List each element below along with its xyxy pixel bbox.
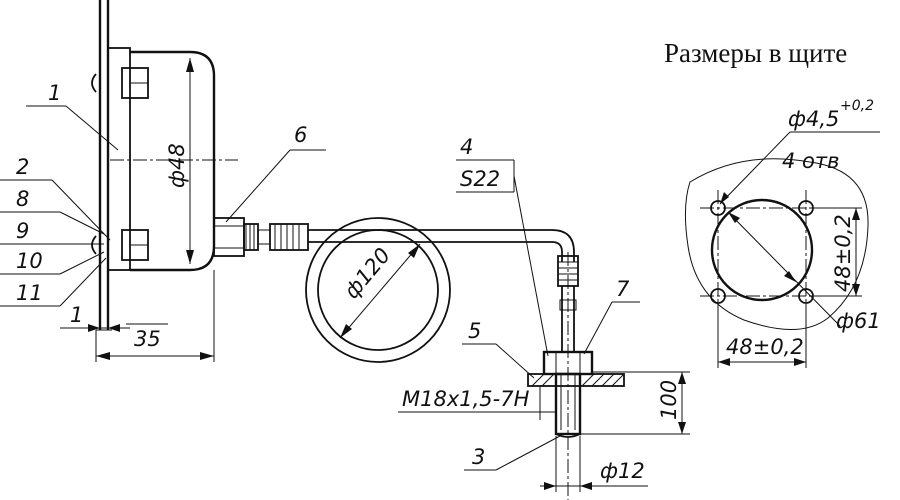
capillary-coil-outer <box>305 217 451 363</box>
dim-thread-label: M18x1,5-7H <box>402 387 530 411</box>
dim-100-label: 100 <box>657 380 681 420</box>
dim-35-label: 35 <box>134 327 161 351</box>
gauge-body <box>130 50 216 272</box>
callout-7: 7 <box>616 277 630 301</box>
dim-d48-label: ф48 <box>165 143 189 188</box>
callouts: 1 2 8 9 10 11 6 4 5 7 3 <box>0 81 640 471</box>
bolt-bottom-head <box>91 235 97 255</box>
panel-cutout-view: Размеры в щите ф61 ф4,5 +0,2 4 отв <box>664 38 881 368</box>
dim-1-label: 1 <box>70 303 83 327</box>
dim-sensor: ф120 S22 M18x1,5-7H 100 ф12 <box>339 159 690 492</box>
cutout-circle <box>710 198 814 302</box>
dim-d61-label: ф61 <box>836 309 881 333</box>
callout-5: 5 <box>468 319 481 343</box>
dim-s22-label: S22 <box>460 167 500 191</box>
capillary-coil-inner <box>317 229 439 351</box>
callout-1: 1 <box>48 81 61 105</box>
dim-d12-label: ф12 <box>600 459 645 483</box>
section-title: Размеры в щите <box>664 38 847 68</box>
connector-nut <box>213 217 245 257</box>
dim-48-vertical-label: 48±0,2 <box>831 214 855 292</box>
cutout-outline <box>684 158 869 330</box>
callout-4: 4 <box>460 135 473 159</box>
callout-6: 6 <box>294 123 307 147</box>
callout-9: 9 <box>16 219 29 243</box>
bolt-top-head <box>91 73 97 93</box>
callout-2: 2 <box>16 155 29 179</box>
capillary-tube <box>305 217 575 363</box>
dim-gauge: ф48 35 1 <box>60 58 215 362</box>
callout-8: 8 <box>16 187 29 211</box>
gauge-assembly <box>91 0 309 331</box>
spring-coil <box>269 223 309 251</box>
threaded-sleeve <box>243 223 259 251</box>
callout-3: 3 <box>472 445 485 469</box>
callout-11: 11 <box>16 281 43 305</box>
dim-holes-label: 4 отв <box>782 149 840 173</box>
dim-d120-label: ф120 <box>339 243 395 303</box>
dim-48-horizontal-label: 48±0,2 <box>726 335 804 359</box>
dim-tolerance-label: +0,2 <box>840 98 874 114</box>
dim-d4-5-label: ф4,5 <box>788 107 839 131</box>
callout-10: 10 <box>16 249 43 273</box>
sensor-assembly <box>527 252 625 500</box>
gauge-flange <box>107 47 131 271</box>
